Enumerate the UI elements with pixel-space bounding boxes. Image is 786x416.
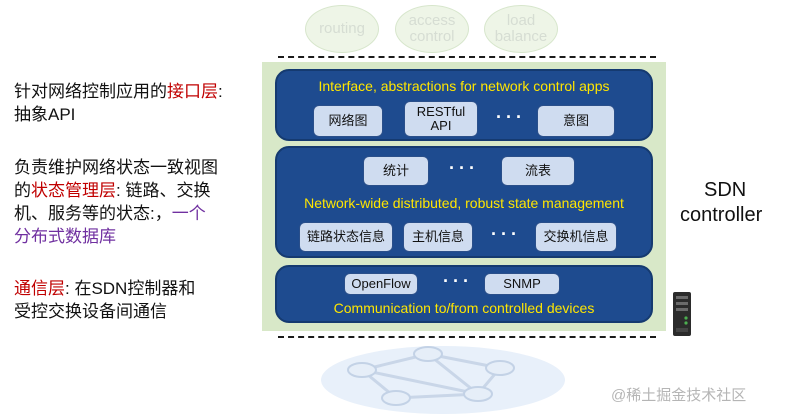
desc-comm-line2: 受控交换设备间通信	[14, 302, 167, 321]
bottom-dashed-line	[278, 336, 656, 338]
desc-state-line3-purple: 一个	[171, 204, 206, 223]
desc-comm-suffix: : 在SDN控制器和	[65, 279, 196, 298]
desc-api-line2: 抽象API	[14, 105, 76, 124]
sdn-label-line2: controller	[680, 204, 763, 226]
app-access-control: access control	[395, 5, 469, 53]
top-dashed-line	[278, 56, 656, 58]
api-layer: Interface, abstractions for network cont…	[275, 69, 653, 141]
router-icon	[413, 346, 443, 362]
api-item-intent: 意图	[537, 105, 615, 137]
app-load-balance: load balance	[484, 5, 558, 53]
desc-api-prefix: 针对网络控制应用的	[14, 82, 167, 101]
state-item-flow-table: 流表	[501, 156, 575, 186]
network-apps: routing access control load balance	[0, 2, 786, 54]
desc-state-line2-prefix: 的	[14, 181, 31, 200]
state-layer: 统计 ··· 流表 Network-wide distributed, robu…	[275, 146, 653, 258]
state-ellipsis-bottom: ···	[491, 224, 521, 244]
router-icon	[485, 360, 515, 376]
state-item-switch-info: 交换机信息	[535, 222, 617, 252]
desc-api-layer: 针对网络控制应用的接口层: 抽象API	[14, 80, 223, 126]
desc-state-line4: 分布式数据库	[14, 227, 116, 246]
app-routing: routing	[305, 5, 379, 53]
state-layer-title: Network-wide distributed, robust state m…	[304, 195, 624, 211]
comm-item-openflow: OpenFlow	[344, 273, 418, 295]
network-topology-cloud	[321, 346, 565, 414]
router-icon	[347, 362, 377, 378]
sdn-controller-label: SDN controller	[676, 178, 786, 228]
state-ellipsis-top: ···	[449, 158, 479, 178]
server-icon	[673, 292, 691, 336]
router-icon	[381, 390, 411, 406]
desc-comm-highlight: 通信层	[14, 279, 65, 298]
comm-layer: OpenFlow ··· SNMP Communication to/from …	[275, 265, 653, 323]
desc-state-line2-suffix: : 链路、交换	[116, 181, 211, 200]
state-item-stats: 统计	[363, 156, 429, 186]
router-icon	[463, 386, 493, 402]
api-item-network-graph: 网络图	[313, 105, 383, 137]
controller-stack: Interface, abstractions for network cont…	[262, 62, 666, 331]
comm-ellipsis: ···	[443, 271, 473, 291]
desc-comm-layer: 通信层: 在SDN控制器和 受控交换设备间通信	[14, 277, 195, 323]
sdn-label-line1: SDN	[704, 179, 747, 201]
desc-state-layer: 负责维护网络状态一致视图 的状态管理层: 链路、交换 机、服务等的状态:，一个 …	[14, 156, 218, 248]
comm-item-snmp: SNMP	[484, 273, 560, 295]
desc-api-highlight: 接口层	[167, 82, 218, 101]
watermark: @稀土掘金技术社区	[611, 387, 747, 404]
api-item-restful: RESTful API	[404, 101, 478, 137]
comm-layer-title: Communication to/from controlled devices	[333, 300, 595, 316]
desc-state-line3-prefix: 机、服务等的状态:，	[14, 204, 172, 223]
desc-state-highlight: 状态管理层	[31, 181, 116, 200]
api-ellipsis: ···	[496, 107, 526, 127]
desc-api-suffix: :	[218, 82, 223, 101]
state-item-link-state: 链路状态信息	[299, 222, 393, 252]
desc-state-line1: 负责维护网络状态一致视图	[14, 158, 218, 177]
api-layer-title: Interface, abstractions for network cont…	[318, 78, 610, 94]
state-item-host-info: 主机信息	[403, 222, 473, 252]
